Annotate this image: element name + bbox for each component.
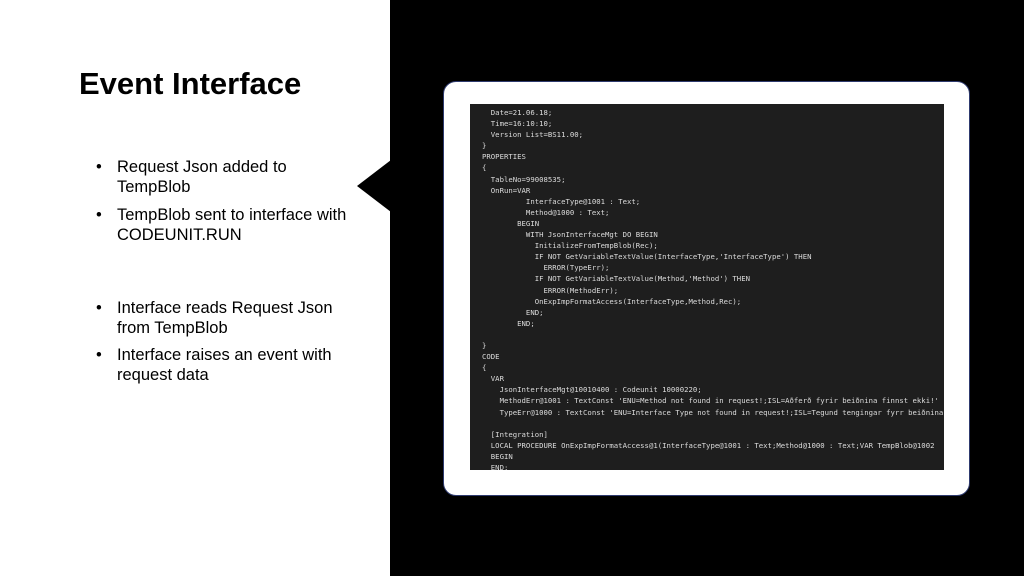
code-line: JsonInterfaceMgt@10010400 : Codeunit 100… <box>482 385 702 395</box>
code-line: ERROR(MethodErr); <box>482 285 619 295</box>
code-line: InitializeFromTempBlob(Rec); <box>482 241 658 251</box>
code-line: BEGIN <box>482 451 513 461</box>
bullet-item: •Interface raises an event with request … <box>96 346 332 384</box>
code-line: [Integration] <box>482 429 548 439</box>
code-line: VAR <box>482 374 504 384</box>
code-line: END; <box>482 307 544 317</box>
code-line: LOCAL PROCEDURE OnExpImpFormatAccess@1(I… <box>482 440 935 450</box>
code-line: TableNo=99008535; <box>482 174 566 184</box>
code-line: END; <box>482 463 509 470</box>
code-line: BEGIN <box>482 218 540 228</box>
bullet-dot-icon: • <box>96 299 102 317</box>
bullet-dot-icon: • <box>96 346 102 364</box>
code-line: { <box>482 363 487 373</box>
code-line: InterfaceType@1001 : Text; <box>482 196 641 206</box>
code-line: { <box>482 163 487 173</box>
code-line: PROPERTIES <box>482 152 526 162</box>
code-line: CODE <box>482 352 500 362</box>
code-line: WITH JsonInterfaceMgt DO BEGIN <box>482 230 658 240</box>
code-line: ERROR(TypeErr); <box>482 263 610 273</box>
bullet-dot-icon: • <box>96 206 102 224</box>
code-line: OnRun=VAR <box>482 185 531 195</box>
code-line: END; <box>482 318 535 328</box>
code-line <box>482 329 944 340</box>
code-line: MethodErr@1001 : TextConst 'ENU=Method n… <box>482 396 939 406</box>
code-line: Time=16:10:10; <box>482 119 553 129</box>
code-screenshot: Date=21.06.18; Time=16:10:10; Version Li… <box>470 104 944 470</box>
bullet-item: •TempBlob sent to interface with CODEUNI… <box>96 206 347 244</box>
bullet-item: •Interface reads Request Json from TempB… <box>96 299 333 337</box>
code-line: IF NOT GetVariableTextValue(InterfaceTyp… <box>482 252 812 262</box>
code-line: Date=21.06.18; <box>482 108 553 117</box>
code-line: Version List=BS11.00; <box>482 130 584 140</box>
code-line: OnExpImpFormatAccess(InterfaceType,Metho… <box>482 296 742 306</box>
code-line: } <box>482 340 487 350</box>
callout-pointer <box>357 160 391 212</box>
code-line: IF NOT GetVariableTextValue(Method,'Meth… <box>482 274 750 284</box>
bullet-dot-icon: • <box>96 158 102 176</box>
code-line: Method@1000 : Text; <box>482 207 610 217</box>
bullet-item: •Request Json added to TempBlob <box>96 158 287 196</box>
code-line <box>482 418 944 429</box>
code-line: } <box>482 141 487 151</box>
slide-title: Event Interface <box>79 66 302 101</box>
code-line: TypeErr@1000 : TextConst 'ENU=Interface … <box>482 407 944 417</box>
left-panel <box>0 0 390 576</box>
